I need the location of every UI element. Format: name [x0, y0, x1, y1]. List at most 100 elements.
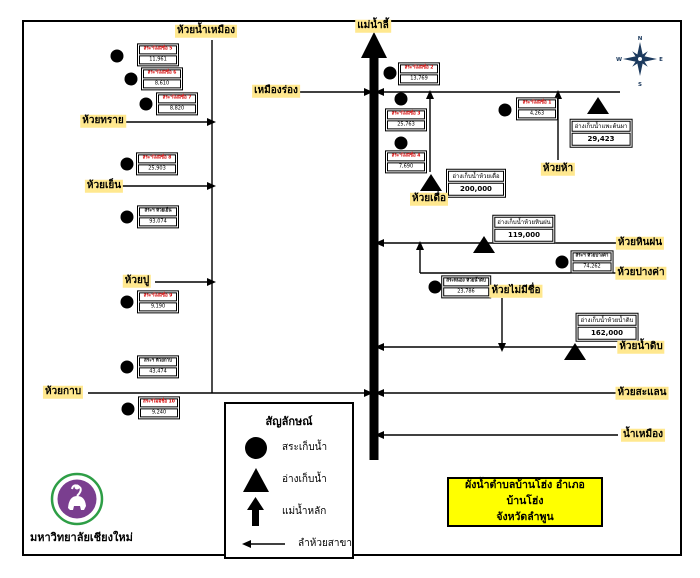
- legend-label-main-river: แม่น้ำหลัก: [282, 506, 327, 517]
- pond-box-value: 11,961: [139, 55, 177, 65]
- pond-marker: [555, 255, 569, 269]
- legend-item-reservoir: อ่างเก็บน้ำ: [226, 465, 352, 494]
- stream-label: ห้วยเย็น: [84, 179, 124, 193]
- pond-box-title: สระฯไม่มีชื่อ 7: [158, 94, 196, 104]
- pond-box-value: 8,820: [158, 104, 196, 114]
- pond-box-title: สระฯ ห้วยกาบ: [139, 357, 177, 367]
- main-river-arrow-icon: [247, 496, 264, 526]
- legend-item-tributary: ลำห้วยสาขา: [226, 529, 352, 558]
- legend-label-tributary: ลำห้วยสาขา: [298, 538, 352, 549]
- pond-marker: [394, 136, 408, 150]
- reservoir-marker: [420, 174, 442, 191]
- arrowhead-icon: [554, 90, 562, 99]
- pond-box-value: 23,786: [443, 287, 489, 297]
- pond-box-value: 25,763: [387, 120, 425, 130]
- reservoir-box-title: อ่างเก็บน้ำห้วยเดื่อ: [448, 170, 504, 182]
- pond-marker: [498, 103, 512, 117]
- pond-marker: [394, 92, 408, 106]
- pond-marker: [124, 72, 138, 86]
- compass-rose-icon: N E S W: [616, 36, 663, 88]
- pond-marker: [121, 402, 135, 416]
- arrowhead-icon: [375, 239, 384, 247]
- stream-label: ห้วยไม่มีชื่อ: [489, 284, 543, 298]
- pond-box-value: 4,263: [518, 109, 556, 119]
- stream-label: น้ำเหมือง: [621, 428, 665, 442]
- pond-box-title: สระฯไม่มีชื่อ 6: [143, 69, 181, 79]
- legend: สัญลักษณ์ สระเก็บน้ำ อ่างเก็บน้ำ แม่น้ำห…: [224, 402, 354, 559]
- arrowhead-icon: [207, 118, 216, 126]
- stream-label: ห้วยห้า: [540, 162, 576, 176]
- arrowhead-icon: [375, 389, 384, 397]
- reservoir-marker: [587, 97, 609, 114]
- stream-label: ห้วยปู: [122, 274, 152, 288]
- pond-box-title: สระฯ ห้วยเย็น: [139, 207, 177, 217]
- pond-marker: [120, 360, 134, 374]
- arrowhead-icon: [375, 343, 384, 351]
- stream-label: ห้วยสะแลน: [615, 386, 669, 400]
- pond-box-title: สระฯไม่มีชื่อ 8: [138, 154, 176, 164]
- arrowhead-icon: [207, 182, 216, 190]
- reservoir-box-title: อ่างเก็บน้ำแพะต้นผา: [571, 120, 631, 132]
- legend-item-main-river: แม่น้ำหลัก: [226, 496, 352, 526]
- pond-box-title: สระฯไม่มีชื่อ 1: [518, 99, 556, 109]
- map-title-box: ผังน้ำตำบลบ้านโฮ่ง อำเภอบ้านโฮ่ง จังหวัด…: [447, 477, 603, 527]
- reservoir-box-value: 29,423: [571, 132, 631, 146]
- pond-marker: [139, 97, 153, 111]
- arrowhead-icon: [426, 90, 434, 99]
- pond-box-title: สระฯไม่มีชื่อ 4: [387, 152, 425, 162]
- stream-label: ห้วยทราย: [80, 114, 126, 128]
- stream-label: ห้วยหินฝน: [615, 236, 665, 250]
- university-name: มหาวิทยาลัยเชียงใหม่: [30, 531, 133, 544]
- map-title-line1: ผังน้ำตำบลบ้านโฮ่ง อำเภอบ้านโฮ่ง: [465, 479, 585, 508]
- arrowhead-icon: [375, 431, 384, 439]
- reservoir-marker: [473, 236, 495, 253]
- pond-marker: [120, 210, 134, 224]
- elephant-icon: [68, 484, 86, 510]
- legend-title: สัญลักษณ์: [265, 415, 313, 428]
- legend-item-pond: สระเก็บน้ำ: [226, 433, 352, 462]
- pond-box-value: 7,690: [387, 162, 425, 172]
- pond-box-value: 25,903: [138, 164, 176, 174]
- river-label: แม่น้ำลี้: [355, 19, 391, 33]
- stream-label: ห้วยปางค่า: [615, 266, 667, 280]
- main-river-arrowhead: [361, 32, 387, 58]
- pond-marker: [120, 295, 134, 309]
- pond-box-value: 13,769: [400, 74, 438, 84]
- reservoir-triangle-icon: [243, 467, 269, 492]
- compass-w: W: [616, 57, 622, 63]
- reservoir-box-value: 162,000: [577, 326, 637, 340]
- cmu-logo: [50, 472, 104, 526]
- reservoir-box-value: 200,000: [448, 182, 504, 196]
- compass-s: S: [638, 82, 642, 88]
- stream-label: ห้วยกาบ: [42, 385, 84, 399]
- tributary-arrow-icon: [242, 539, 285, 548]
- pond-box-title: สระฯไม่มีชื่อ 5: [139, 45, 177, 55]
- legend-label-pond: สระเก็บน้ำ: [282, 442, 328, 453]
- arrowhead-icon: [207, 278, 216, 286]
- arrowhead-icon: [364, 389, 373, 397]
- map-title-line2: จังหวัดลำพูน: [496, 510, 554, 523]
- pond-box-title: สระฯไม่มีชื่อ 2: [400, 64, 438, 74]
- pond-box-value: 9,190: [139, 302, 177, 312]
- pond-box-value: 93,074: [139, 217, 177, 227]
- pond-box-title: สระฯไม่มีชื่อ 9: [139, 292, 177, 302]
- reservoir-box-title: อ่างเก็บน้ำห้วยหินฝน: [494, 216, 554, 228]
- compass-e: E: [659, 57, 663, 63]
- pond-box-title: สระฯไม่มีชื่อ 10: [140, 398, 178, 408]
- reservoir-marker: [564, 343, 586, 360]
- stream-label: ห้วยเดื่อ: [410, 192, 448, 206]
